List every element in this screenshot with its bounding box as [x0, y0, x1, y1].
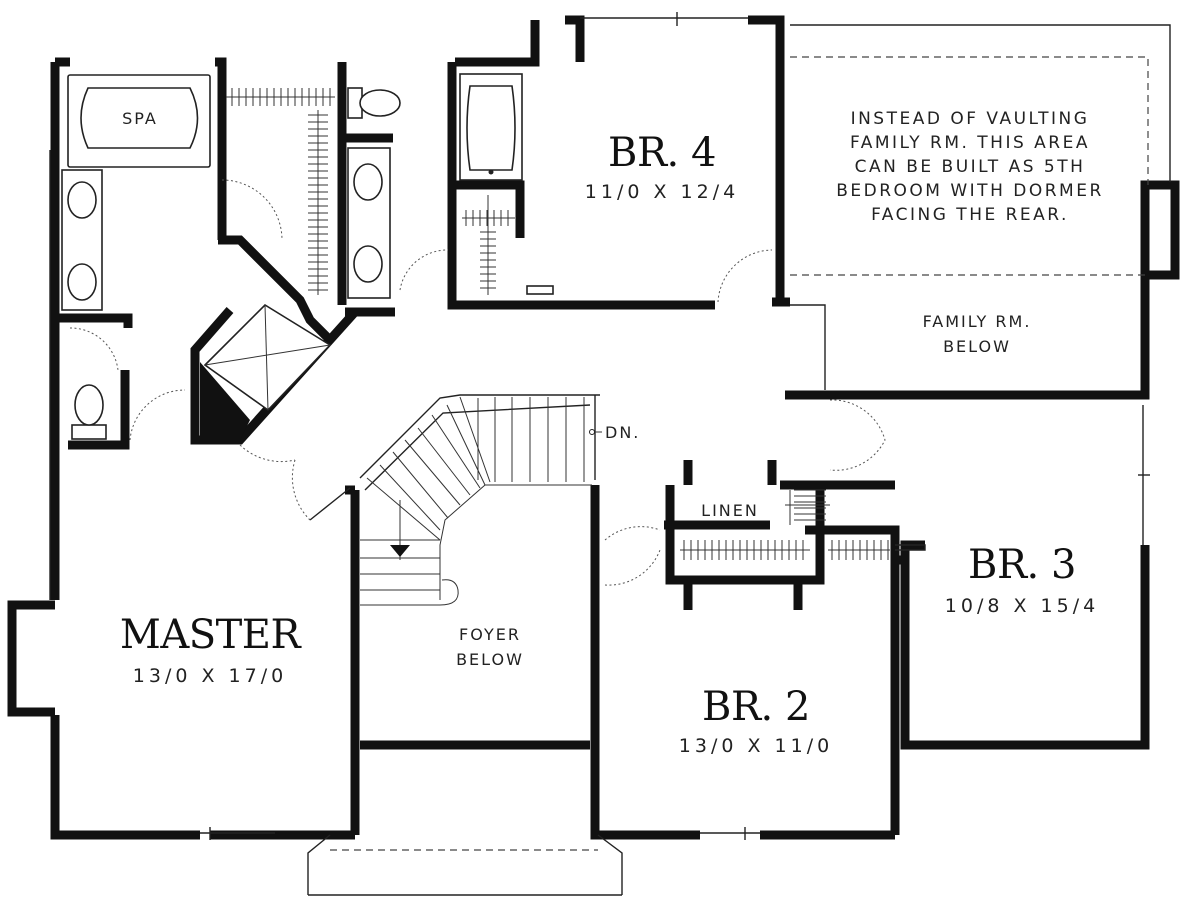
sink-icon	[67, 263, 97, 301]
room-name-br4: BR. 4	[608, 130, 716, 176]
sink-icon	[353, 245, 383, 283]
note-line: CAN BE BUILT AS 5TH	[855, 157, 1086, 177]
closet-rods	[226, 88, 890, 560]
note-line: BEDROOM WITH DORMER	[836, 181, 1104, 201]
dashed-lines	[330, 56, 1149, 851]
fixtures	[61, 73, 554, 440]
room-size-br4: 11/0 X 12/4	[585, 181, 739, 203]
foyer-label-line1: FOYER	[459, 625, 521, 644]
note-line: FAMILY RM. THIS AREA	[850, 133, 1090, 153]
family-label-line2: BELOW	[943, 337, 1011, 356]
room-name-br2: BR. 2	[702, 684, 810, 730]
room-size-master: 13/0 X 17/0	[133, 665, 287, 687]
room-size-br3: 10/8 X 15/4	[945, 595, 1099, 617]
room-name-br3: BR. 3	[968, 542, 1076, 588]
dormer-note: INSTEAD OF VAULTING FAMILY RM. THIS AREA…	[836, 109, 1104, 225]
down-label: DN.	[605, 423, 640, 442]
room-name-master: MASTER	[120, 612, 303, 658]
linen-label: LINEN	[701, 501, 759, 520]
door-swings	[69, 179, 886, 586]
sink-icon	[67, 181, 97, 219]
note-line: INSTEAD OF VAULTING	[851, 109, 1090, 129]
walls	[7, 15, 1180, 840]
spa-label: SPA	[122, 109, 158, 128]
toilet-icon	[74, 384, 104, 426]
family-label-line1: FAMILY RM.	[923, 312, 1032, 331]
sink-icon	[353, 163, 383, 201]
foyer-label-line2: BELOW	[456, 650, 524, 669]
stair-arrow-icon	[390, 545, 410, 557]
room-labels: BR. 4 11/0 X 12/4 MASTER 13/0 X 17/0 BR.…	[120, 109, 1099, 757]
room-size-br2: 13/0 X 11/0	[679, 735, 833, 757]
thin-lines	[49, 12, 1171, 896]
toilet-icon	[359, 89, 401, 117]
stairs	[360, 396, 602, 606]
note-line: FACING THE REAR.	[871, 205, 1069, 225]
